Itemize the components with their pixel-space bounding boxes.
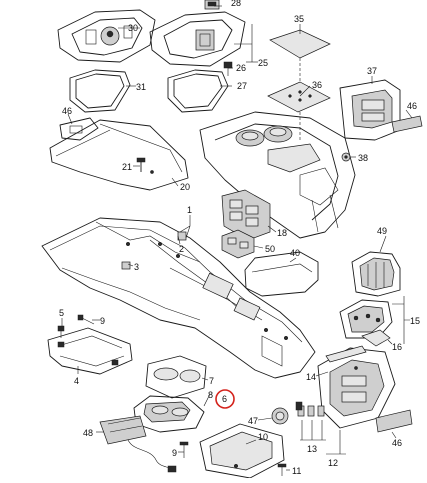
- part-8-cupholder-box: [133, 395, 205, 433]
- callout-25: 25: [258, 58, 268, 68]
- callout-4: 4: [74, 376, 79, 386]
- callout-38: 38: [358, 153, 368, 163]
- part-27-frame: [167, 69, 229, 113]
- part-38-clip: [341, 152, 351, 162]
- callout-12: 12: [328, 458, 338, 468]
- part-40-armrest: [244, 251, 319, 297]
- callout-31: 31: [136, 82, 146, 92]
- callout-40: 40: [290, 248, 300, 258]
- highlight-circle-part-6: [215, 389, 235, 409]
- callout-1: 1: [187, 205, 192, 215]
- part-26-screw: [223, 61, 233, 76]
- part-21-screw: [136, 157, 146, 172]
- callout-8: 8: [208, 390, 213, 400]
- callout-7: 7: [209, 376, 214, 386]
- callout-6: 6: [222, 394, 227, 404]
- part-30-shifter-trim: [57, 9, 156, 63]
- part-18-switch-block: [221, 189, 271, 241]
- callout-14: 14: [306, 372, 316, 382]
- callout-28: 28: [231, 0, 241, 8]
- callout-49: 49: [377, 226, 387, 236]
- part-50-switch: [221, 229, 255, 259]
- part-49-rear-vent: [351, 251, 401, 297]
- part-46-plate-upper: [391, 115, 423, 133]
- callout-3: 3: [134, 262, 139, 272]
- part-9-screw-lower: [179, 441, 189, 458]
- part-48-module: [99, 415, 177, 473]
- callout-2: 2: [179, 244, 184, 254]
- part-1-clips: [121, 231, 187, 270]
- callout-16: 16: [392, 342, 402, 352]
- callout-11: 11: [292, 466, 301, 476]
- part-5-bolt: [57, 325, 65, 338]
- part-35-mat: [269, 29, 331, 59]
- part-46-bracket-left: [59, 117, 99, 141]
- callout-35: 35: [294, 14, 304, 24]
- part-10-storage-tray: [199, 423, 285, 479]
- part-11-screw: [277, 463, 287, 476]
- callout-47: 47: [248, 416, 258, 426]
- callout-50: 50: [265, 244, 275, 254]
- callout-9-upper: 9: [100, 316, 105, 326]
- part-46-plate-lower: [375, 409, 413, 433]
- part-25-gate-trim: [149, 11, 246, 67]
- part-16-flap: [361, 329, 391, 347]
- callout-21: 21: [122, 162, 132, 172]
- callout-37: 37: [367, 66, 377, 76]
- callout-13: 13: [307, 444, 317, 454]
- part-15-rear-panel: [339, 299, 393, 339]
- leader-lines: [61, 5, 413, 471]
- callout-10: 10: [258, 432, 268, 442]
- callout-46-upper: 46: [407, 101, 417, 111]
- upper-console-cover: [199, 111, 356, 239]
- part-36-mat: [267, 81, 331, 113]
- callout-46-left: 46: [62, 106, 72, 116]
- part-9-bolt-upper: [77, 314, 95, 325]
- callout-27: 27: [237, 81, 247, 91]
- callout-20: 20: [180, 182, 190, 192]
- callout-5: 5: [59, 308, 64, 318]
- callout-9-lower: 9: [172, 448, 177, 458]
- callout-18: 18: [277, 228, 287, 238]
- part-28-switch: [204, 0, 220, 10]
- part-31-frame: [69, 69, 131, 113]
- lower-console-body: [41, 217, 316, 379]
- part-14-strip: [325, 345, 367, 363]
- callout-36: 36: [312, 80, 322, 90]
- part-12-lower-rear-panel: [317, 347, 396, 429]
- part-4-bracket: [47, 327, 133, 375]
- callout-46-lower: 46: [392, 438, 402, 448]
- callout-48: 48: [83, 428, 93, 438]
- callout-labels: 28 30 35 25 26 27 31 36 37 46 46 21 20 3…: [59, 0, 420, 476]
- callout-30: 30: [128, 23, 138, 33]
- part-47-knob: [271, 401, 303, 425]
- callout-15: 15: [410, 316, 420, 326]
- part-37-rear-panel: [339, 79, 401, 141]
- part-7-cupholder-insert: [145, 355, 207, 399]
- part-20-side-trim: [49, 119, 189, 191]
- callout-26: 26: [236, 63, 246, 73]
